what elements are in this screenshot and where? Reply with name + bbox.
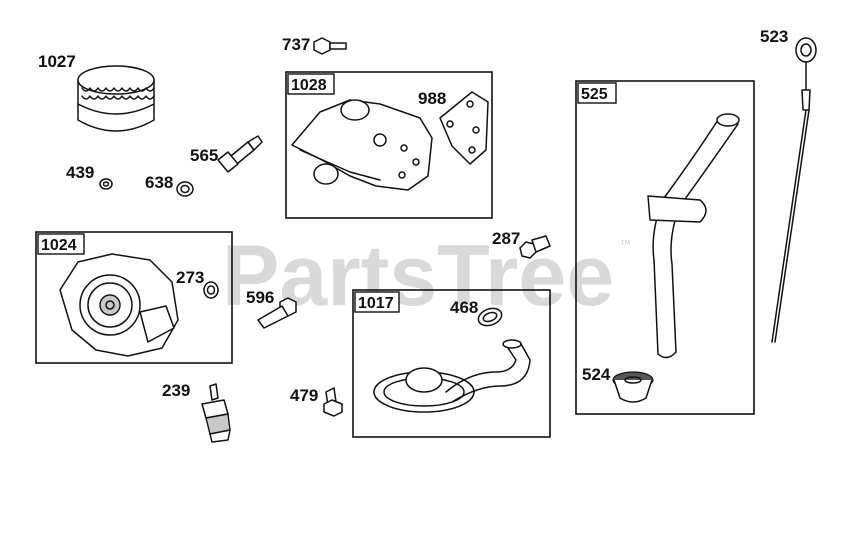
label-638: 638 xyxy=(145,173,173,192)
oil-pressure-switch-part-239[interactable] xyxy=(201,383,231,443)
label-468: 468 xyxy=(450,298,478,317)
label-988: 988 xyxy=(418,89,446,108)
oring-part-468[interactable] xyxy=(476,305,504,328)
dipstick-part-523[interactable] xyxy=(771,37,817,343)
label-439: 439 xyxy=(66,163,94,182)
label-273: 273 xyxy=(176,268,204,287)
label-524: 524 xyxy=(582,365,611,384)
label-479: 479 xyxy=(290,386,318,405)
grommet-part-524[interactable] xyxy=(612,371,654,403)
label-596: 596 xyxy=(246,288,274,307)
label-1027: 1027 xyxy=(38,52,76,71)
label-523: 523 xyxy=(760,27,788,46)
bolt-part-737[interactable] xyxy=(313,37,347,55)
label-525: 525 xyxy=(581,86,608,103)
assembly-box-1028[interactable] xyxy=(285,71,493,219)
oil-pickup-part-1017[interactable] xyxy=(373,339,531,413)
oring-part-273[interactable] xyxy=(203,281,219,299)
label-1017: 1017 xyxy=(358,295,394,312)
bolt-part-596[interactable] xyxy=(257,297,297,329)
gasket-part-988[interactable] xyxy=(439,91,489,165)
label-565: 565 xyxy=(190,146,218,165)
oil-filter-part-1027[interactable] xyxy=(77,65,155,132)
label-1028: 1028 xyxy=(291,77,327,94)
label-287: 287 xyxy=(492,229,520,248)
assembly-box-1024[interactable] xyxy=(35,231,233,364)
oil-pump-housing-part-1028[interactable] xyxy=(291,99,433,191)
oil-pump-part-1024[interactable] xyxy=(59,253,179,357)
dipstick-tube-part-525[interactable] xyxy=(647,113,740,359)
label-1024: 1024 xyxy=(41,237,77,254)
label-737: 737 xyxy=(282,35,310,54)
watermark-trademark: ™ xyxy=(620,239,631,251)
assembly-box-1017[interactable] xyxy=(352,289,551,438)
bolt-part-287[interactable] xyxy=(519,235,551,259)
assembly-box-525[interactable] xyxy=(575,80,755,415)
oring-part-638[interactable] xyxy=(176,181,194,197)
bolt-part-479[interactable] xyxy=(323,387,343,417)
fitting-part-565[interactable] xyxy=(217,135,263,173)
washer-part-439[interactable] xyxy=(99,178,113,190)
label-239: 239 xyxy=(162,381,190,400)
